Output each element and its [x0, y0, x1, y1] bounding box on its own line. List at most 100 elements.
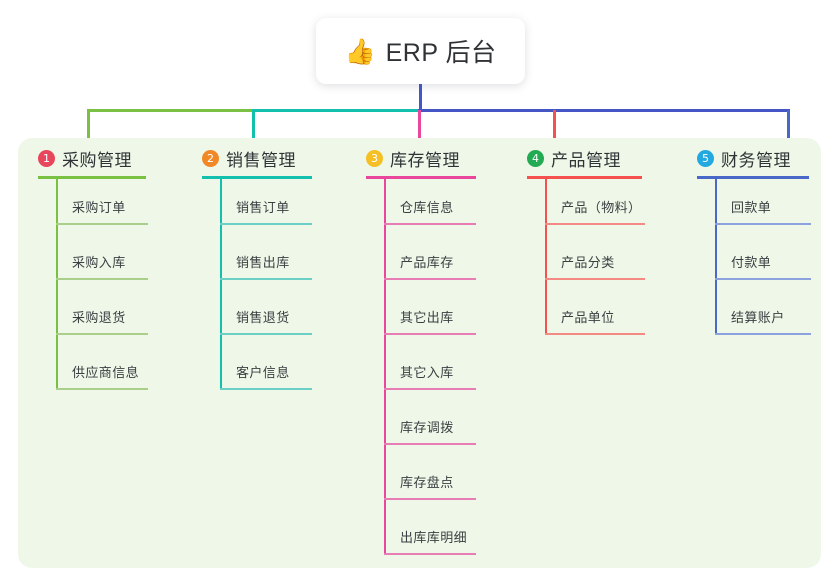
branch-header-3[interactable]: 3 库存管理 [366, 145, 476, 171]
branch-column-xiaoshou: 2 销售管理 销售订单销售出库销售退货客户信息 [202, 145, 312, 399]
branch-items-1: 采购订单采购入库采购退货供应商信息 [38, 179, 148, 399]
branch-item-label: 付款单 [731, 255, 772, 270]
branch-item[interactable]: 供应商信息 [38, 344, 148, 399]
branch-badge-3: 3 [366, 149, 383, 167]
branch-item-rule [384, 333, 476, 335]
branch-items-5: 回款单付款单结算账户 [697, 179, 811, 344]
branch-item-rule [715, 223, 811, 225]
branch-item-rule [56, 223, 148, 225]
branch-item-rule [384, 498, 476, 500]
connector-stub-column-4 [553, 110, 556, 140]
branch-column-caiwu: 5 财务管理 回款单付款单结算账户 [697, 145, 811, 344]
root-node-content: 👍 ERP 后台 [344, 33, 496, 69]
branch-item-rule [56, 278, 148, 280]
branch-item[interactable]: 其它入库 [366, 344, 476, 399]
root-node[interactable]: 👍 ERP 后台 [316, 18, 525, 84]
connector-stub-column-2 [252, 110, 255, 140]
branch-column-caigou: 1 采购管理 采购订单采购入库采购退货供应商信息 [38, 145, 148, 399]
branch-spine-1 [56, 179, 58, 390]
branch-rule-5 [697, 176, 809, 179]
branch-item[interactable]: 采购入库 [38, 234, 148, 289]
branch-item-rule [220, 223, 312, 225]
branch-item-rule [56, 388, 148, 390]
branch-item-label: 采购退货 [72, 310, 126, 325]
branch-item[interactable]: 产品单位 [527, 289, 645, 344]
branch-rule-1 [38, 176, 146, 179]
branch-title-1: 采购管理 [62, 150, 132, 170]
branch-header-2[interactable]: 2 销售管理 [202, 145, 312, 171]
branch-item-label: 采购订单 [72, 200, 126, 215]
branch-item-label: 产品单位 [561, 310, 615, 325]
branch-item-label: 回款单 [731, 200, 772, 215]
branch-item-rule [384, 278, 476, 280]
branch-item[interactable]: 产品（物料） [527, 179, 645, 234]
branch-item-rule [220, 278, 312, 280]
branch-item[interactable]: 付款单 [697, 234, 811, 289]
branch-badge-1: 1 [38, 149, 55, 167]
branch-title-3: 库存管理 [390, 150, 460, 170]
branch-item[interactable]: 销售出库 [202, 234, 312, 289]
branch-item[interactable]: 产品分类 [527, 234, 645, 289]
branch-title-2: 销售管理 [226, 150, 296, 170]
branch-spine-5 [715, 179, 717, 335]
branch-item[interactable]: 销售订单 [202, 179, 312, 234]
branch-item-rule [545, 278, 645, 280]
branch-item-rule [220, 333, 312, 335]
connector-stub-column-1 [87, 110, 90, 140]
branch-items-2: 销售订单销售出库销售退货客户信息 [202, 179, 312, 399]
branch-item-label: 销售订单 [236, 200, 290, 215]
branch-item[interactable]: 库存调拨 [366, 399, 476, 454]
branch-items-3: 仓库信息产品库存其它出库其它入库库存调拨库存盘点出库库明细 [366, 179, 476, 564]
branch-item-rule [220, 388, 312, 390]
branch-item-rule [384, 223, 476, 225]
branch-item[interactable]: 客户信息 [202, 344, 312, 399]
branch-item-label: 出库库明细 [400, 530, 468, 545]
branch-item[interactable]: 仓库信息 [366, 179, 476, 234]
branch-item[interactable]: 产品库存 [366, 234, 476, 289]
branch-item-label: 库存盘点 [400, 475, 454, 490]
branch-rule-3 [366, 176, 476, 179]
branch-item-label: 产品库存 [400, 255, 454, 270]
branch-item-rule [56, 333, 148, 335]
branch-spine-2 [220, 179, 222, 390]
branch-column-chanpin: 4 产品管理 产品（物料） 产品分类产品单位 [527, 145, 645, 344]
branch-spine-3 [384, 179, 386, 555]
branch-header-1[interactable]: 1 采购管理 [38, 145, 146, 171]
branch-item-label: 结算账户 [731, 310, 785, 325]
branch-rule-4 [527, 176, 642, 179]
branch-item[interactable]: 库存盘点 [366, 454, 476, 509]
branch-badge-2: 2 [202, 149, 219, 167]
branch-item[interactable]: 采购退货 [38, 289, 148, 344]
branch-item[interactable]: 销售退货 [202, 289, 312, 344]
branch-item[interactable]: 出库库明细 [366, 509, 476, 564]
branch-item[interactable]: 回款单 [697, 179, 811, 234]
branch-item-label: 产品（物料） [561, 200, 642, 215]
branch-item-label: 库存调拨 [400, 420, 454, 435]
connector-bar-segment-teal [252, 109, 419, 112]
branch-badge-4: 4 [527, 149, 544, 167]
branch-item-label: 销售退货 [236, 310, 290, 325]
branch-item-label: 其它入库 [400, 365, 454, 380]
branch-header-4[interactable]: 4 产品管理 [527, 145, 642, 171]
branch-item-rule [715, 278, 811, 280]
connector-stub-column-3 [418, 110, 421, 140]
connector-stub-column-5 [787, 110, 790, 140]
root-connector-vertical [419, 84, 422, 111]
branch-column-kucun: 3 库存管理 仓库信息产品库存其它出库其它入库库存调拨库存盘点出库库明细 [366, 145, 476, 564]
branch-item[interactable]: 其它出库 [366, 289, 476, 344]
thumbs-up-icon: 👍 [344, 36, 376, 66]
branch-item-label: 仓库信息 [400, 200, 454, 215]
branch-header-5[interactable]: 5 财务管理 [697, 145, 809, 171]
branch-item-rule [545, 223, 645, 225]
branch-item-rule [545, 333, 645, 335]
branch-item-label: 销售出库 [236, 255, 290, 270]
branch-item-rule [384, 443, 476, 445]
branch-item-label: 其它出库 [400, 310, 454, 325]
branch-item-rule [384, 553, 476, 555]
branch-title-4: 产品管理 [551, 150, 621, 170]
branch-item[interactable]: 结算账户 [697, 289, 811, 344]
connector-bar-segment-green [87, 109, 253, 112]
branch-item[interactable]: 采购订单 [38, 179, 148, 234]
branch-item-label: 供应商信息 [72, 365, 140, 380]
